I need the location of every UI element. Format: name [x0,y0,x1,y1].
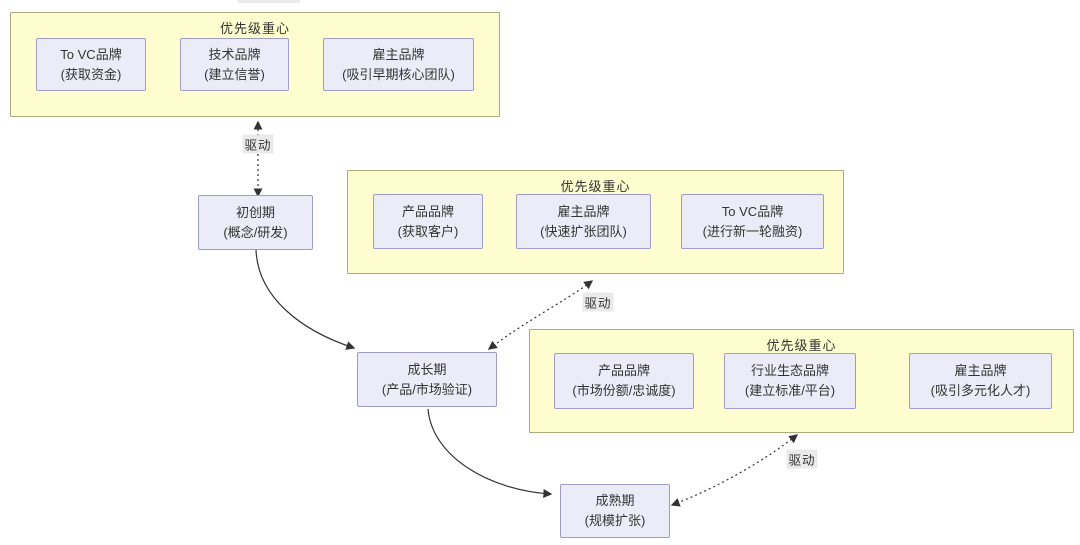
node-label-line1: To VC品牌 [60,46,122,62]
node-to-vc-brand-next-round: To VC品牌 (进行新一轮融资) [681,194,824,249]
node-label-line2: (吸引早期核心团队) [342,66,455,82]
node-tech-brand: 技术品牌 (建立信誉) [180,38,289,91]
node-label-line1: 产品品牌 [401,203,454,219]
node-label-line1: 行业生态品牌 [750,363,829,378]
node-industry-ecosystem-brand: 行业生态品牌 (建立标准/平台) [724,353,856,409]
cluster-priority-startup: 优先级重心 To VC品牌 (获取资金) 技术品牌 (建立信誉) 雇主品牌 (吸… [10,12,500,117]
node-to-vc-brand-funding: To VC品牌 (获取资金) [36,38,146,91]
node-label-line2: (概念/研发) [223,224,288,240]
node-label-line2: (市场份额/忠诚度) [572,383,676,398]
node-label-line1: 技术品牌 [208,46,261,62]
node-label-line2: (吸引多元化人才) [930,383,1031,398]
node-label-line2: (获取资金) [60,66,122,82]
node-growth-stage: 成长期 (产品/市场验证) [357,352,497,407]
cluster-title: 优先级重心 [219,21,290,36]
node-product-brand-customers: 产品品牌 (获取客户) [373,194,483,249]
node-label-line1: 产品品牌 [597,363,650,378]
edge-maturity-drives-cluster3 [670,434,799,507]
node-label-line2: (进行新一轮融资) [702,223,803,239]
edge-startup-to-growth [255,249,356,350]
cluster-title: 优先级重心 [560,179,631,194]
node-label-line2: (建立信誉) [204,66,265,82]
node-employer-brand-scaling-team: 雇主品牌 (快速扩张团队) [516,194,651,249]
node-label-line2: (获取客户) [397,223,459,239]
node-label-line2: (建立标准/平台) [744,383,836,398]
cluster-title: 优先级重心 [766,338,837,353]
node-label-line1: 成熟期 [595,493,635,508]
cluster-priority-maturity: 优先级重心 产品品牌 (市场份额/忠诚度) 行业生态品牌 (建立标准/平台) 雇… [529,329,1074,433]
edge-label-drive-3: 驱动 [786,449,818,469]
node-label-line1: 雇主品牌 [372,46,425,62]
node-employer-brand-early-team: 雇主品牌 (吸引早期核心团队) [323,38,474,91]
edge-growth-to-maturity [427,408,553,499]
node-startup-stage: 初创期 (概念/研发) [198,195,313,250]
node-label-line2: (产品/市场验证) [381,381,473,397]
node-employer-brand-diverse-talent: 雇主品牌 (吸引多元化人才) [909,353,1052,409]
node-label-line1: 雇主品牌 [954,363,1007,378]
edge-growth-drives-cluster2 [487,280,594,350]
node-label-line1: 初创期 [235,204,275,220]
edge-label-drive-2: 驱动 [582,292,614,312]
cropped-top-artifact [238,0,300,3]
node-label-line2: (规模扩张) [584,513,646,528]
edge-label-drive-1: 驱动 [242,134,274,154]
node-label-line1: 成长期 [407,361,447,377]
cluster-priority-growth: 优先级重心 产品品牌 (获取客户) 雇主品牌 (快速扩张团队) To VC品牌 … [347,170,844,274]
node-label-line1: 雇主品牌 [557,203,610,219]
node-label-line2: (快速扩张团队) [540,223,627,239]
node-product-brand-market-share: 产品品牌 (市场份额/忠诚度) [554,353,694,409]
node-maturity-stage: 成熟期 (规模扩张) [560,484,670,538]
node-label-line1: To VC品牌 [721,203,784,219]
